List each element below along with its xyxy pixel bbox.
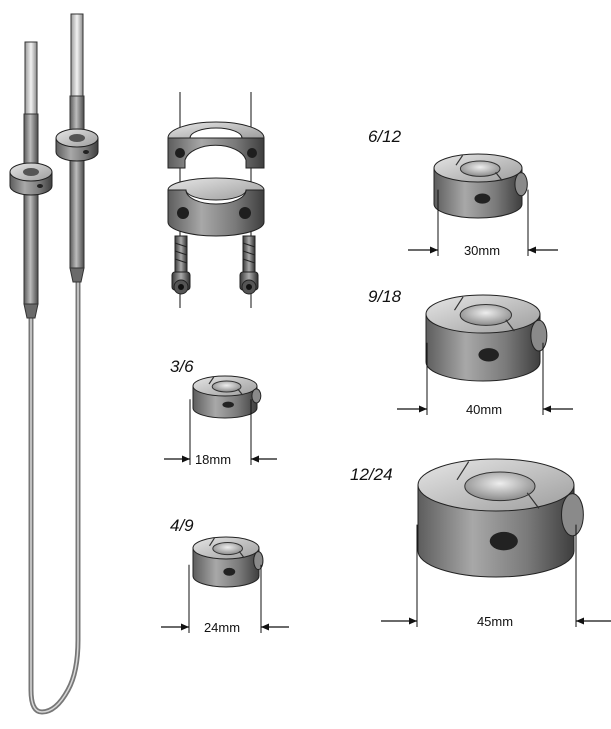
cap-screw-left: [171, 235, 191, 295]
collar-screw-boss: [253, 551, 264, 571]
probe-assembly: [9, 13, 99, 715]
collar-split: [526, 492, 540, 509]
collar-size-label: 4/9: [170, 516, 194, 535]
collar-screw-boss: [514, 172, 528, 197]
collar-screw-hole: [478, 348, 499, 362]
collar-bore: [459, 304, 513, 326]
arrowhead: [261, 623, 269, 631]
collar-4-9: 4/9 24mm: [161, 516, 289, 635]
arrowhead: [528, 246, 536, 254]
arrowhead: [543, 405, 551, 413]
exploded-collar: [167, 92, 265, 308]
collar-split: [208, 376, 215, 385]
collar-variants: 3/6 18mm 4/9 24mm 6/12 30mm 9/18 40mm 12/24 45mm: [161, 127, 611, 635]
probe-left-collar: [9, 162, 53, 196]
collar-split: [456, 461, 470, 481]
arrowhead: [251, 455, 259, 463]
collar-size-label: 6/12: [368, 127, 402, 146]
collar-split: [238, 550, 245, 559]
probe-cable: [28, 282, 81, 715]
collar-dimension-label: 24mm: [204, 620, 240, 635]
collar-lower-half: [167, 177, 265, 237]
arrowhead: [419, 405, 427, 413]
arrowhead: [430, 246, 438, 254]
probe-right: [55, 13, 99, 283]
collar-screw-hole: [489, 531, 518, 551]
collar-screw-boss: [561, 493, 584, 537]
collar-split: [237, 388, 244, 396]
probe-right-collar: [55, 128, 99, 162]
collar-split: [453, 296, 464, 311]
collar-6-12: 6/12 30mm: [368, 127, 558, 258]
collar-split: [455, 155, 464, 166]
collar-dimension-label: 18mm: [195, 452, 231, 467]
collar-bore: [459, 160, 501, 177]
arrowhead: [181, 623, 189, 631]
collar-screw-hole: [223, 567, 236, 576]
collar-bore: [212, 542, 243, 556]
collar-screw-boss: [251, 388, 262, 404]
arrowhead: [409, 617, 417, 625]
collar-bore: [464, 471, 536, 502]
collar-dimension-label: 40mm: [466, 402, 502, 417]
collar-split: [208, 537, 215, 547]
collar-screw-boss: [530, 319, 548, 352]
collar-size-label: 12/24: [350, 465, 393, 484]
cap-screw-right: [239, 235, 259, 295]
collar-3-6: 3/6 18mm: [164, 357, 277, 467]
collar-9-18: 9/18 40mm: [368, 287, 573, 417]
collar-screw-hole: [222, 401, 234, 408]
arrowhead: [182, 455, 190, 463]
collar-screw-hole: [474, 193, 491, 204]
collar-bore: [211, 380, 242, 393]
arrowhead: [576, 617, 584, 625]
collar-size-label: 3/6: [170, 357, 194, 376]
collar-size-label: 9/18: [368, 287, 402, 306]
collar-dimension-label: 30mm: [464, 243, 500, 258]
collar-split: [505, 319, 515, 332]
collar-upper-half: [167, 121, 265, 169]
probe-left: [9, 41, 53, 319]
collar-dimension-label: 45mm: [477, 614, 513, 629]
collar-12-24: 12/24 45mm: [350, 458, 611, 629]
collar-split: [495, 171, 503, 181]
